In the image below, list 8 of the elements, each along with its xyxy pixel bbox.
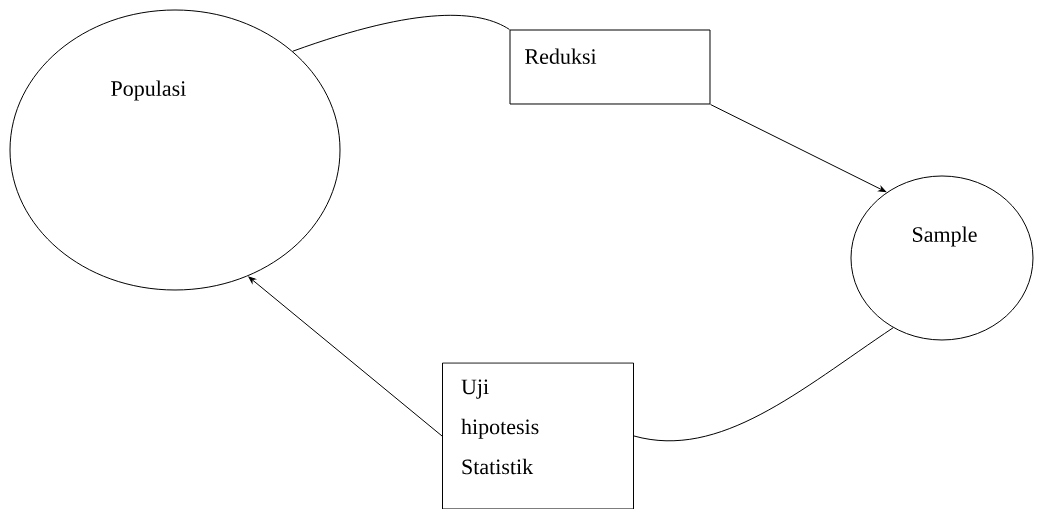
arrow	[710, 104, 887, 193]
ellipse-node: Populasi	[9, 9, 341, 291]
connector-line	[633, 327, 894, 442]
ellipse-node: Sample	[850, 175, 1034, 341]
arrow	[248, 276, 443, 437]
connector-line	[292, 14, 510, 52]
text-box: Reduksi	[509, 29, 711, 105]
text-box: Uji hipotesis Statistik	[442, 362, 634, 509]
